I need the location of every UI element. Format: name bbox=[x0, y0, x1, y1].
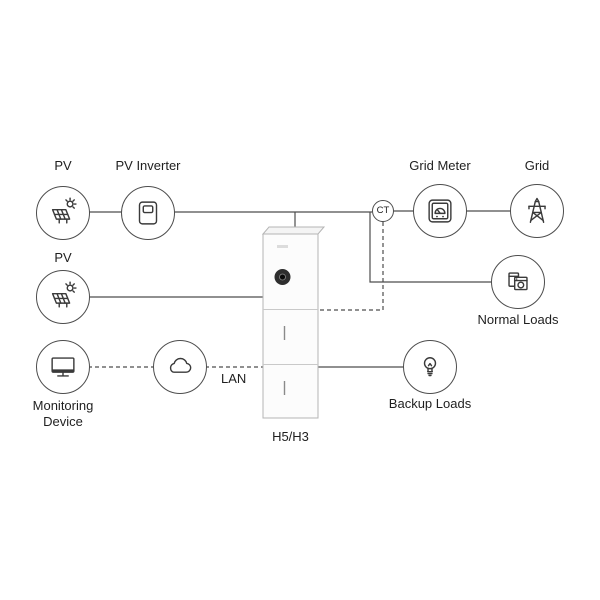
unit-model-label: H5/H3 bbox=[272, 429, 309, 444]
normal-loads-node bbox=[491, 255, 545, 309]
wire-branch-to-normal-loads bbox=[369, 212, 493, 283]
monitoring-device-node bbox=[36, 340, 90, 394]
pv-inverter-node bbox=[121, 186, 175, 240]
pv-array-node-bottom bbox=[36, 270, 90, 324]
pv-bottom-label: PV bbox=[54, 250, 72, 265]
grid-meter-label: Grid Meter bbox=[409, 158, 471, 173]
unit-display-lens bbox=[279, 273, 286, 281]
unit-top-face bbox=[261, 226, 326, 235]
grid-meter-node bbox=[413, 184, 467, 238]
home-appliances-icon bbox=[508, 272, 528, 291]
wire-ct-comm-to-unit bbox=[318, 222, 384, 311]
monitor-icon bbox=[51, 357, 75, 377]
backup-loads-label: Backup Loads bbox=[388, 396, 472, 411]
pv-top-label: PV bbox=[54, 158, 72, 173]
ct-label: CT bbox=[376, 205, 390, 216]
light-bulb-icon bbox=[423, 357, 437, 377]
pv-inverter-label: PV Inverter bbox=[115, 158, 181, 173]
pv-array-node-top bbox=[36, 186, 90, 240]
pv-inverter-icon bbox=[138, 201, 158, 225]
normal-loads-label: Normal Loads bbox=[477, 312, 559, 327]
backup-loads-node bbox=[403, 340, 457, 394]
grid-label: Grid bbox=[524, 158, 550, 173]
solar-panel-icon bbox=[51, 281, 77, 308]
inverter-battery-unit bbox=[261, 226, 326, 419]
cloud-icon bbox=[169, 357, 192, 373]
power-tower-icon bbox=[528, 197, 546, 224]
lan-label: LAN bbox=[221, 371, 247, 386]
cloud-node bbox=[153, 340, 207, 394]
grid-node bbox=[510, 184, 564, 238]
solar-panel-icon bbox=[51, 197, 77, 224]
monitoring-device-label: Monitoring Device bbox=[32, 398, 94, 429]
grid-meter-icon bbox=[428, 199, 452, 223]
unit-front-face bbox=[262, 233, 319, 419]
ct-sensor-node: CT bbox=[372, 200, 394, 222]
unit-logo-mark bbox=[277, 245, 288, 248]
